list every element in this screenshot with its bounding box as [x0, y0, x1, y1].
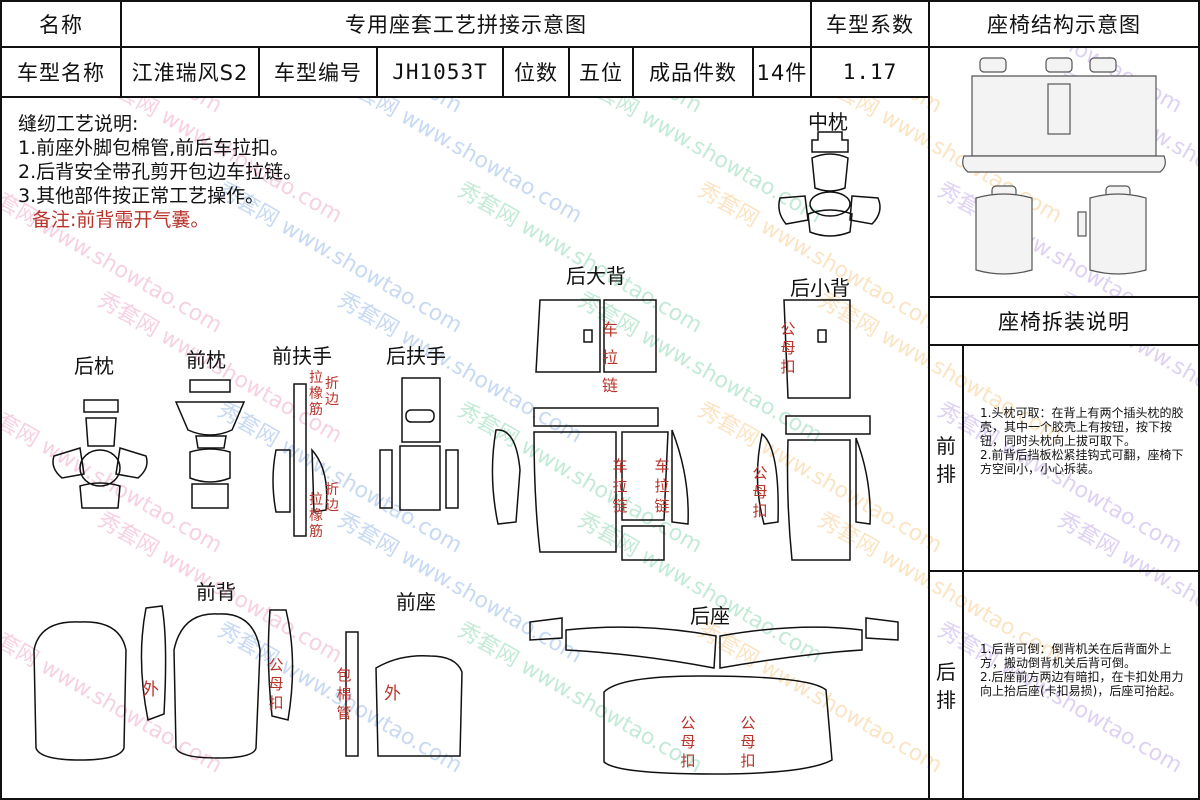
name-label: 名称 [0, 0, 122, 48]
model-code-label: 车型编号 [258, 46, 378, 98]
rear-seat-pieces [529, 617, 899, 775]
annot-car-zip-left: 车拉链 [612, 457, 628, 515]
annot-buckle-small-back: 公母扣 [780, 320, 796, 376]
front-pillow-pieces [174, 379, 246, 509]
label-rear-pillow: 后枕 [74, 354, 114, 378]
annot-car-zip-right: 车拉链 [654, 457, 670, 515]
seats-value: 五位 [568, 46, 634, 98]
rear-small-back-pieces [756, 299, 871, 561]
notes-title: 缝纫工艺说明: [18, 113, 139, 135]
sewing-notes: 缝纫工艺说明: 1.前座外脚包棉管,前后车拉扣。 2.后背安全带孔剪开包边车拉链… [18, 112, 302, 232]
label-rear-armrest: 后扶手 [386, 344, 446, 368]
pattern-pieces [33, 131, 899, 775]
notes-remark: 备注:前背需开气囊。 [32, 209, 210, 231]
rear-row-text-cell [962, 570, 1200, 800]
model-code: JH1053T [376, 46, 504, 98]
annot-fold-edge-bottom: 折边 [325, 482, 339, 514]
annot-buckle-rear-seat-left: 公母扣 [680, 714, 696, 770]
annot-car-zip-back: 车拉链 [602, 320, 619, 395]
front-back-pieces [33, 605, 294, 761]
label-rear-small-back: 后小背 [790, 276, 850, 300]
annot-zip-rubber-top: 拉橡筋 [309, 370, 323, 418]
struct-title: 座椅结构示意图 [928, 0, 1200, 48]
label-rear-big-back: 后大背 [566, 264, 626, 288]
model-name-label: 车型名称 [0, 46, 122, 98]
front-armrest-pieces [272, 383, 328, 537]
annot-zip-rubber-bottom: 拉橡筋 [309, 492, 323, 540]
front-seat-pieces [345, 631, 463, 757]
notes-item-3: 3.其他部件按正常工艺操作。 [18, 185, 265, 207]
label-front-armrest: 前扶手 [272, 344, 332, 368]
label-front-back: 前背 [196, 580, 236, 604]
center-pillow-pieces [778, 131, 881, 237]
seat-structure-illustration [962, 57, 1166, 275]
pieces-label: 成品件数 [632, 46, 754, 98]
rear-pillow-pieces [52, 399, 148, 509]
label-front-seat: 前座 [396, 590, 436, 614]
notes-item-2: 2.后背安全带孔剪开包边车拉链。 [18, 161, 303, 183]
label-center-pillow: 中枕 [808, 110, 848, 134]
label-front-pillow: 前枕 [186, 348, 226, 372]
model-name: 江淮瑞风S2 [120, 46, 260, 98]
coef-label: 车型系数 [810, 0, 930, 48]
notes-item-1: 1.前座外脚包棉管,前后车拉扣。 [18, 137, 290, 159]
annot-buckle-front-back: 公母扣 [268, 656, 284, 712]
annot-cotton-tube: 包棉管 [336, 666, 352, 722]
disassembly-title: 座椅拆装说明 [928, 296, 1200, 346]
annot-outer-front-seat: 外 [384, 684, 401, 704]
rear-row-label: 后排 [936, 660, 956, 712]
front-row-label: 前排 [936, 434, 956, 486]
annot-fold-edge-top: 折边 [325, 376, 339, 408]
seats-label: 位数 [502, 46, 570, 98]
annot-outer-front-back: 外 [142, 680, 159, 700]
front-row-text: 1.头枕可取：在背上有两个插头枕的胶壳，其中一个胶壳上有按钮，按下按钮，同时头枕… [980, 406, 1184, 476]
rear-armrest-pieces [379, 377, 459, 511]
rear-row-text: 1.后背可倒：倒背机关在后背面外上方，搬动倒背机关后背可倒。 2.后座前方两边有… [980, 642, 1184, 698]
rear-big-back-pieces [491, 299, 689, 561]
label-rear-seat: 后座 [690, 604, 730, 628]
annot-buckle-small-side: 公母扣 [752, 464, 768, 520]
annot-buckle-rear-seat-right: 公母扣 [740, 714, 756, 770]
